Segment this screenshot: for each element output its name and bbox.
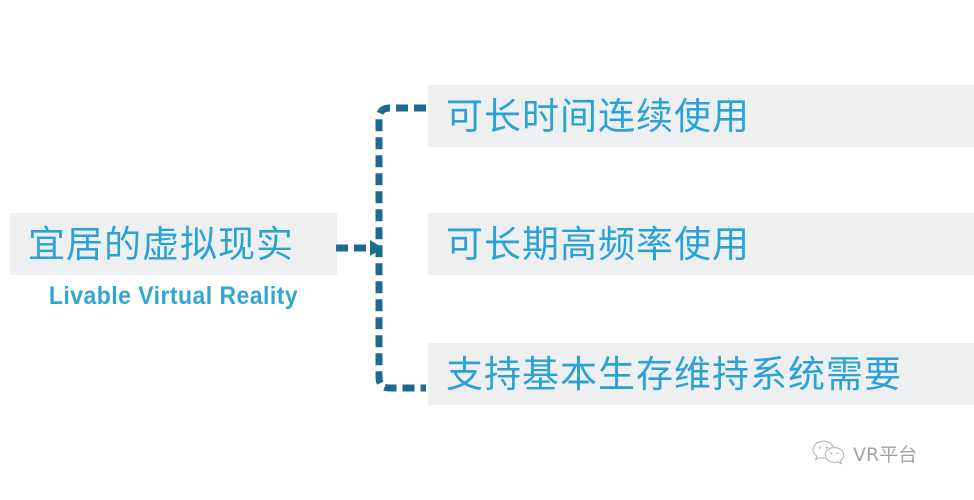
watermark-label: VR平台 xyxy=(853,444,918,466)
branch-node-label: 可长期高频率使用 xyxy=(446,222,750,266)
branch-node-label: 可长时间连续使用 xyxy=(446,94,750,138)
root-node-box[interactable]: 宜居的虚拟现实 xyxy=(10,213,337,275)
connector-arrowhead xyxy=(370,240,383,256)
connector-bracket-spine xyxy=(375,104,426,392)
branch-node-box[interactable]: 可长期高频率使用 xyxy=(428,213,974,275)
branch-node-box[interactable]: 可长时间连续使用 xyxy=(428,85,974,147)
bracket-connector xyxy=(336,104,426,392)
root-node-title: 宜居的虚拟现实 xyxy=(28,222,294,266)
branch-node-label: 支持基本生存维持系统需要 xyxy=(446,352,902,396)
watermark: VR平台 xyxy=(812,440,917,467)
branch-node-box[interactable]: 支持基本生存维持系统需要 xyxy=(428,343,974,405)
root-node-subtitle: Livable Virtual Reality xyxy=(48,282,299,310)
wechat-icon xyxy=(812,440,845,465)
